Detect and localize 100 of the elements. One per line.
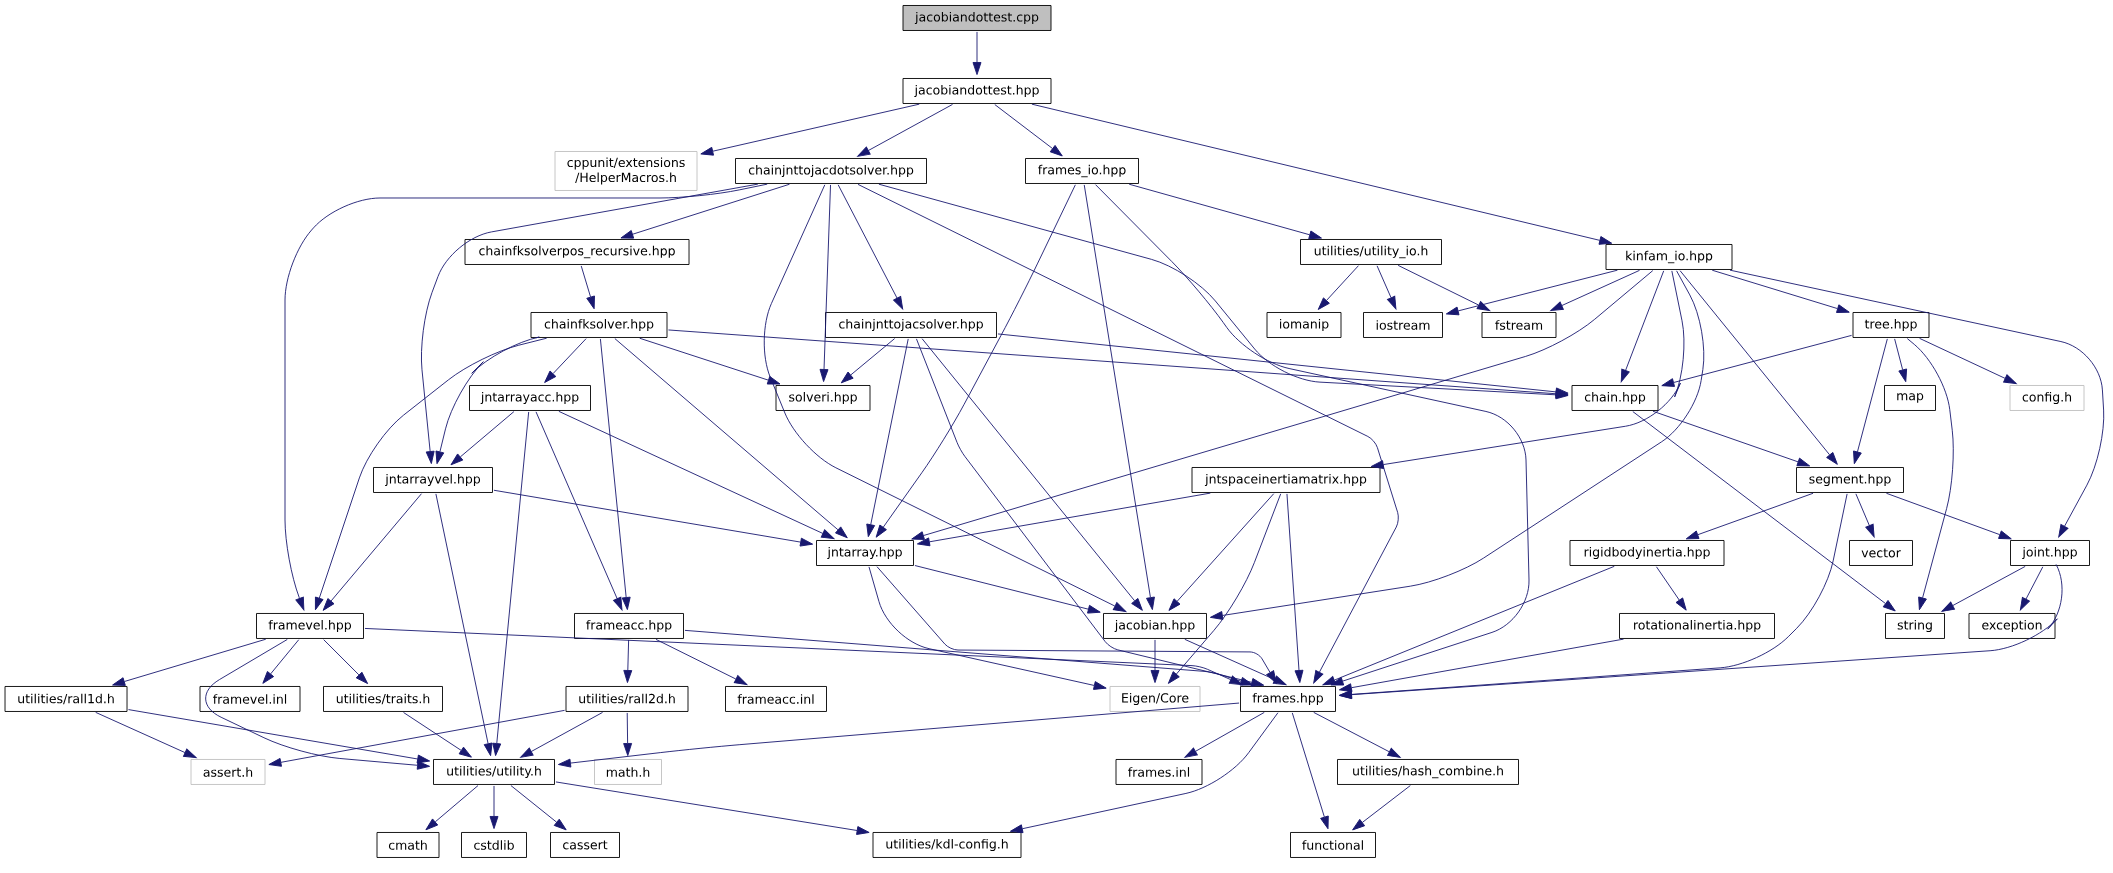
- arrow: [1167, 493, 1282, 684]
- arrow: [403, 712, 472, 758]
- arrow: [1919, 337, 2017, 384]
- file-box: utilities/rall1d.h: [4, 686, 128, 712]
- arrow: [435, 493, 493, 757]
- file-box: utilities/utility_io.h: [1300, 239, 1442, 265]
- arrow: [1652, 410, 1811, 467]
- arrow: [268, 709, 566, 767]
- file-box: rigidbodyinertia.hpp: [1569, 540, 1725, 566]
- file-box: chainjnttojacsolver.hpp: [825, 312, 997, 338]
- file-box: segment.hpp: [1796, 467, 1904, 493]
- file-box: config.h: [2009, 385, 2085, 411]
- arrow: [972, 31, 982, 75]
- arrow: [1885, 492, 2012, 540]
- arrow: [684, 629, 1254, 686]
- file-box: rotationalinertia.hpp: [1619, 613, 1775, 639]
- arrow: [623, 639, 633, 684]
- arrow: [1128, 183, 1322, 240]
- file-box: cmath: [376, 832, 440, 858]
- file-box: jacobiandottest.cpp: [902, 5, 1052, 31]
- arrow: [876, 566, 1277, 684]
- file-box: chain.hpp: [1571, 385, 1659, 411]
- arrow: [921, 338, 1143, 611]
- file-box: iostream: [1363, 312, 1443, 338]
- file-box: framevel.inl: [199, 686, 301, 712]
- file-box: string: [1885, 613, 1945, 639]
- arrow: [1906, 338, 1954, 611]
- arrow: [1009, 712, 1279, 834]
- arrow: [205, 639, 431, 770]
- file-box: assert.h: [190, 759, 266, 785]
- arrow: [819, 184, 831, 382]
- arrow: [1083, 184, 1155, 611]
- arrow: [1150, 639, 1160, 684]
- arrow: [323, 639, 369, 685]
- arrow: [1317, 265, 1359, 310]
- file-box: utilities/hash_combine.h: [1337, 759, 1519, 785]
- arrow: [112, 638, 267, 686]
- file-box: cppunit/extensions /HelperMacros.h: [554, 151, 698, 191]
- arrow: [435, 336, 540, 465]
- arrow: [492, 411, 530, 757]
- arrow: [1338, 564, 2063, 700]
- file-box: jacobiandottest.hpp: [902, 78, 1052, 104]
- file-box: framevel.hpp: [256, 613, 364, 639]
- arrow: [2019, 566, 2044, 611]
- arrow: [493, 489, 814, 547]
- arrow: [1031, 103, 1613, 245]
- file-box: frames.inl: [1115, 759, 1203, 785]
- arrow: [916, 338, 1265, 687]
- arrow: [1397, 264, 1491, 311]
- arrow: [866, 338, 909, 538]
- arrow: [857, 183, 1399, 684]
- arrow: [421, 183, 759, 465]
- arrow: [857, 103, 953, 157]
- file-box: solveri.hpp: [775, 385, 871, 411]
- arrow: [1855, 493, 1875, 538]
- arrow: [450, 411, 515, 466]
- file-box: frames.hpp: [1240, 686, 1336, 712]
- arrow: [1445, 269, 1618, 316]
- file-box: jntspaceinertiamatrix.hpp: [1191, 467, 1381, 493]
- arrow: [1184, 711, 1265, 758]
- arrow: [555, 781, 870, 835]
- arrow: [639, 337, 781, 385]
- arrow: [1168, 493, 1275, 611]
- arrow: [837, 184, 904, 310]
- arrow: [1338, 638, 1624, 693]
- arrow: [1661, 334, 1853, 387]
- file-box: chainjnttojacdotsolver.hpp: [735, 158, 927, 184]
- file-box: kinfam_io.hpp: [1605, 244, 1733, 270]
- file-box: jntarray.hpp: [816, 540, 914, 566]
- arrow: [558, 410, 835, 540]
- arrow: [1729, 269, 2105, 538]
- file-box: utilities/traits.h: [323, 686, 443, 712]
- file-box: jacobian.hpp: [1103, 613, 1207, 639]
- arrow: [557, 702, 1240, 768]
- arrow: [520, 711, 603, 758]
- file-box: vector: [1849, 540, 1913, 566]
- arrow: [878, 183, 1569, 400]
- arrow: [580, 265, 595, 310]
- arrow: [1352, 785, 1411, 831]
- arrow: [1941, 565, 2026, 612]
- arrow: [875, 184, 1076, 538]
- arrow: [763, 184, 1127, 612]
- arrow: [1550, 269, 1640, 312]
- file-box: tree.hpp: [1852, 312, 1930, 338]
- arrow: [668, 329, 1569, 399]
- file-box: frameacc.inl: [725, 686, 827, 712]
- file-box: math.h: [594, 759, 662, 785]
- arrow: [1286, 493, 1304, 684]
- arrow: [544, 338, 587, 383]
- arrow: [1656, 566, 1687, 611]
- arrow: [489, 785, 499, 829]
- arrow: [1095, 184, 1530, 686]
- file-box: jntarrayacc.hpp: [469, 385, 591, 411]
- arrow: [535, 411, 623, 611]
- arrow: [1685, 492, 1814, 540]
- arrow: [700, 103, 920, 156]
- arrow: [262, 639, 300, 684]
- arrow: [840, 338, 896, 384]
- arrow: [1853, 338, 1888, 465]
- arrow: [599, 338, 631, 611]
